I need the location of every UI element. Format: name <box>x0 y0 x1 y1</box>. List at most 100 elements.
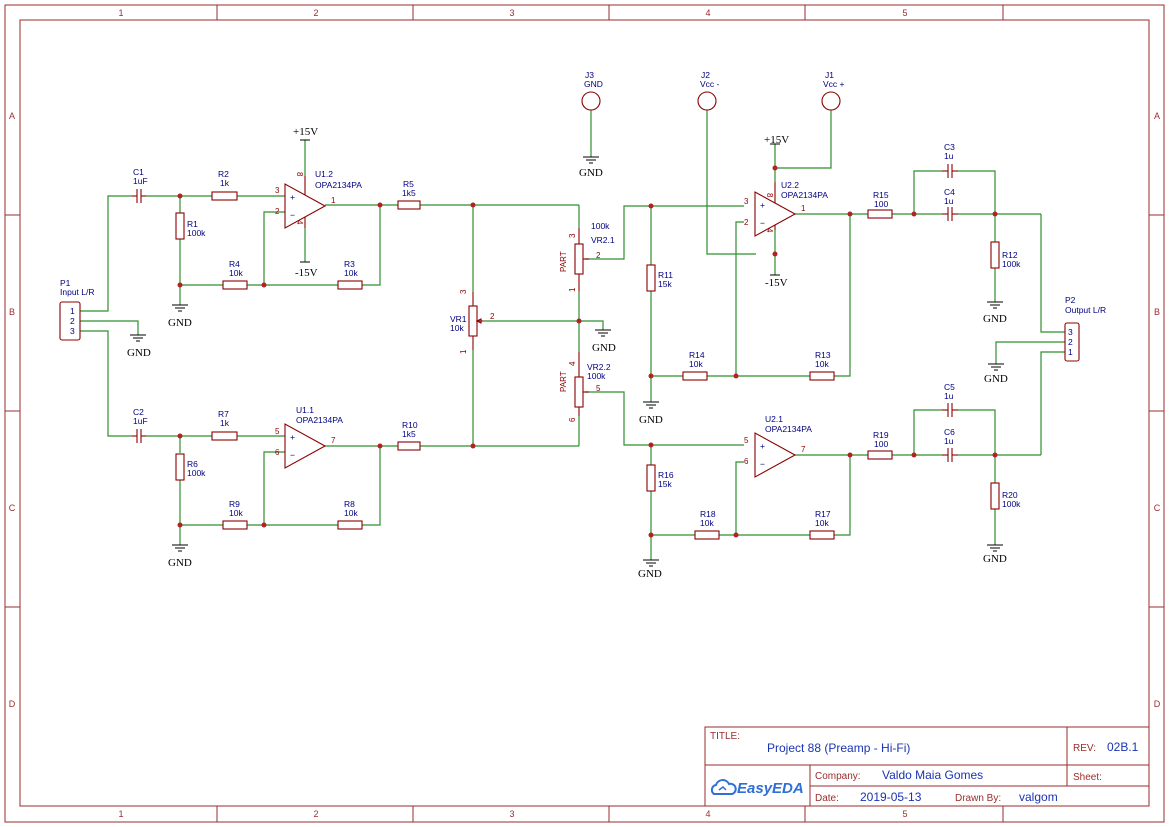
p2-pin-3: 3 <box>1068 327 1073 337</box>
u1-1-minus: − <box>290 450 295 460</box>
opamp-u2-2[interactable]: + − 3 2 1 8 4 U2.2 OPA2134PA <box>744 180 828 237</box>
u1-2-pin-4: 4 <box>295 220 304 225</box>
resistor-r13[interactable]: R13 10k <box>809 350 835 381</box>
c1-ref: C1 <box>133 167 144 177</box>
resistor-r16[interactable]: R16 15k <box>646 464 674 492</box>
opamp-u2-1[interactable]: + − 5 6 7 U2.1 OPA2134PA <box>744 414 812 478</box>
j3-ref: J3 <box>585 70 594 80</box>
resistor-r11[interactable]: R11 15k <box>646 264 673 292</box>
cloud-icon <box>710 779 737 795</box>
resistor-r18[interactable]: R18 10k <box>694 509 720 540</box>
potentiometer-vr2-2[interactable]: 4 6 5 PART VR2.2 100k <box>559 352 611 422</box>
j1-value: Vcc + <box>823 79 845 89</box>
resistor-r20[interactable]: R20 100k <box>990 482 1021 510</box>
r10-ref: R10 <box>402 420 418 430</box>
potentiometer-vr2-1[interactable]: 3 1 2 PART 100k VR2.1 <box>559 221 615 292</box>
u2-2-ref: U2.2 <box>781 180 799 190</box>
resistor-r6[interactable]: R6 100k <box>175 453 206 481</box>
vpos-label-u2: +15V <box>764 134 789 146</box>
resistor-r12[interactable]: R12 100k <box>990 241 1021 269</box>
r16-ref: R16 <box>658 470 674 480</box>
r7-value: 1k <box>220 418 230 428</box>
r18-ref: R18 <box>700 509 716 519</box>
r2-value: 1k <box>220 178 230 188</box>
resistor-r17[interactable]: R17 10k <box>809 509 835 540</box>
capacitor-c2[interactable]: C2 1uF <box>132 407 148 443</box>
r17-value: 10k <box>815 518 829 528</box>
vr1-pin-2: 2 <box>490 312 495 321</box>
gnd-label-p1: GND <box>127 347 151 359</box>
u1-1-value: OPA2134PA <box>296 415 343 425</box>
p2-pin-1: 1 <box>1068 347 1073 357</box>
drawn-by-value: valgom <box>1019 790 1058 804</box>
gnd-label-vr: GND <box>592 342 616 354</box>
resistor-r2[interactable]: R2 1k <box>211 169 238 201</box>
c5-ref: C5 <box>944 382 955 392</box>
capacitor-c6[interactable]: C6 1u <box>942 427 958 462</box>
u1-2-pin-8: 8 <box>295 172 304 177</box>
j1-ref: J1 <box>825 70 834 80</box>
easyeda-logo-text: EasyEDA <box>737 780 804 797</box>
resistor-r19[interactable]: R19 100 <box>867 430 893 460</box>
u1-1-plus: + <box>290 432 295 442</box>
jack-j2[interactable]: J2 Vcc - <box>697 70 720 111</box>
ground-j3: GND <box>579 156 603 179</box>
resistor-r14[interactable]: R14 10k <box>682 350 708 381</box>
resistor-r10[interactable]: R10 1k5 <box>397 420 421 451</box>
resistor-r1[interactable]: R1 100k <box>175 212 206 240</box>
gnd-label-r16: GND <box>638 568 662 580</box>
power-vpos-u1: +15V <box>293 126 318 141</box>
r3-ref: R3 <box>344 259 355 269</box>
gnd-label-r12: GND <box>983 313 1007 325</box>
sheet-label: Sheet: <box>1073 772 1102 783</box>
resistor-r3[interactable]: R3 10k <box>337 259 363 290</box>
opamp-u1-1[interactable]: + − 5 6 7 U1.1 OPA2134PA <box>275 405 343 469</box>
r4-ref: R4 <box>229 259 240 269</box>
j3-value: GND <box>584 79 603 89</box>
col-label-5-bottom: 5 <box>902 809 907 819</box>
col-label-1-bottom: 1 <box>118 809 123 819</box>
connector-p2[interactable]: P2 Output L/R 3 2 1 <box>1064 295 1106 362</box>
potentiometer-vr1[interactable]: 3 1 2 VR1 10k <box>450 289 495 354</box>
capacitor-c3[interactable]: C3 1u <box>942 142 958 178</box>
u2-2-pin-3: 3 <box>744 197 749 206</box>
r14-ref: R14 <box>689 350 705 360</box>
resistor-r7[interactable]: R7 1k <box>211 409 238 441</box>
c3-value: 1u <box>944 151 954 161</box>
c3-ref: C3 <box>944 142 955 152</box>
r12-ref: R12 <box>1002 250 1018 260</box>
c2-value: 1uF <box>133 416 148 426</box>
u1-2-plus: + <box>290 192 295 202</box>
u1-2-pin-2: 2 <box>275 207 280 216</box>
resistor-r8[interactable]: R8 10k <box>337 499 363 530</box>
r8-value: 10k <box>344 508 358 518</box>
capacitor-c5[interactable]: C5 1u <box>942 382 958 417</box>
col-label-2-bottom: 2 <box>313 809 318 819</box>
resistor-r9[interactable]: R9 10k <box>222 499 248 530</box>
col-label-3-bottom: 3 <box>509 809 514 819</box>
r13-ref: R13 <box>815 350 831 360</box>
resistor-r5[interactable]: R5 1k5 <box>397 179 421 210</box>
r1-ref: R1 <box>187 219 198 229</box>
vr1-ref: VR1 <box>450 314 467 324</box>
date-label: Date: <box>815 793 839 804</box>
ground-r16: GND <box>638 559 662 580</box>
opamp-u1-2[interactable]: + − 3 2 1 8 4 U1.2 OPA2134PA <box>275 169 362 229</box>
resistor-r4[interactable]: R4 10k <box>222 259 248 290</box>
u1-2-ref: U1.2 <box>315 169 333 179</box>
r3-value: 10k <box>344 268 358 278</box>
jack-j1[interactable]: J1 Vcc + <box>821 70 845 111</box>
jack-j3[interactable]: J3 GND <box>581 70 603 111</box>
vr2-2-part-tag: PART <box>559 371 568 392</box>
vneg-label-u2: -15V <box>765 277 788 289</box>
resistor-r15[interactable]: R15 100 <box>867 190 893 219</box>
r5-ref: R5 <box>403 179 414 189</box>
u1-1-pin-7: 7 <box>331 436 336 445</box>
capacitor-c4[interactable]: C4 1u <box>942 187 958 221</box>
capacitor-c1[interactable]: C1 1uF <box>132 167 148 203</box>
u2-1-ref: U2.1 <box>765 414 783 424</box>
date-value: 2019-05-13 <box>860 790 922 804</box>
junctions <box>177 165 998 538</box>
connector-p1[interactable]: P1 Input L/R 1 2 3 <box>59 278 95 341</box>
